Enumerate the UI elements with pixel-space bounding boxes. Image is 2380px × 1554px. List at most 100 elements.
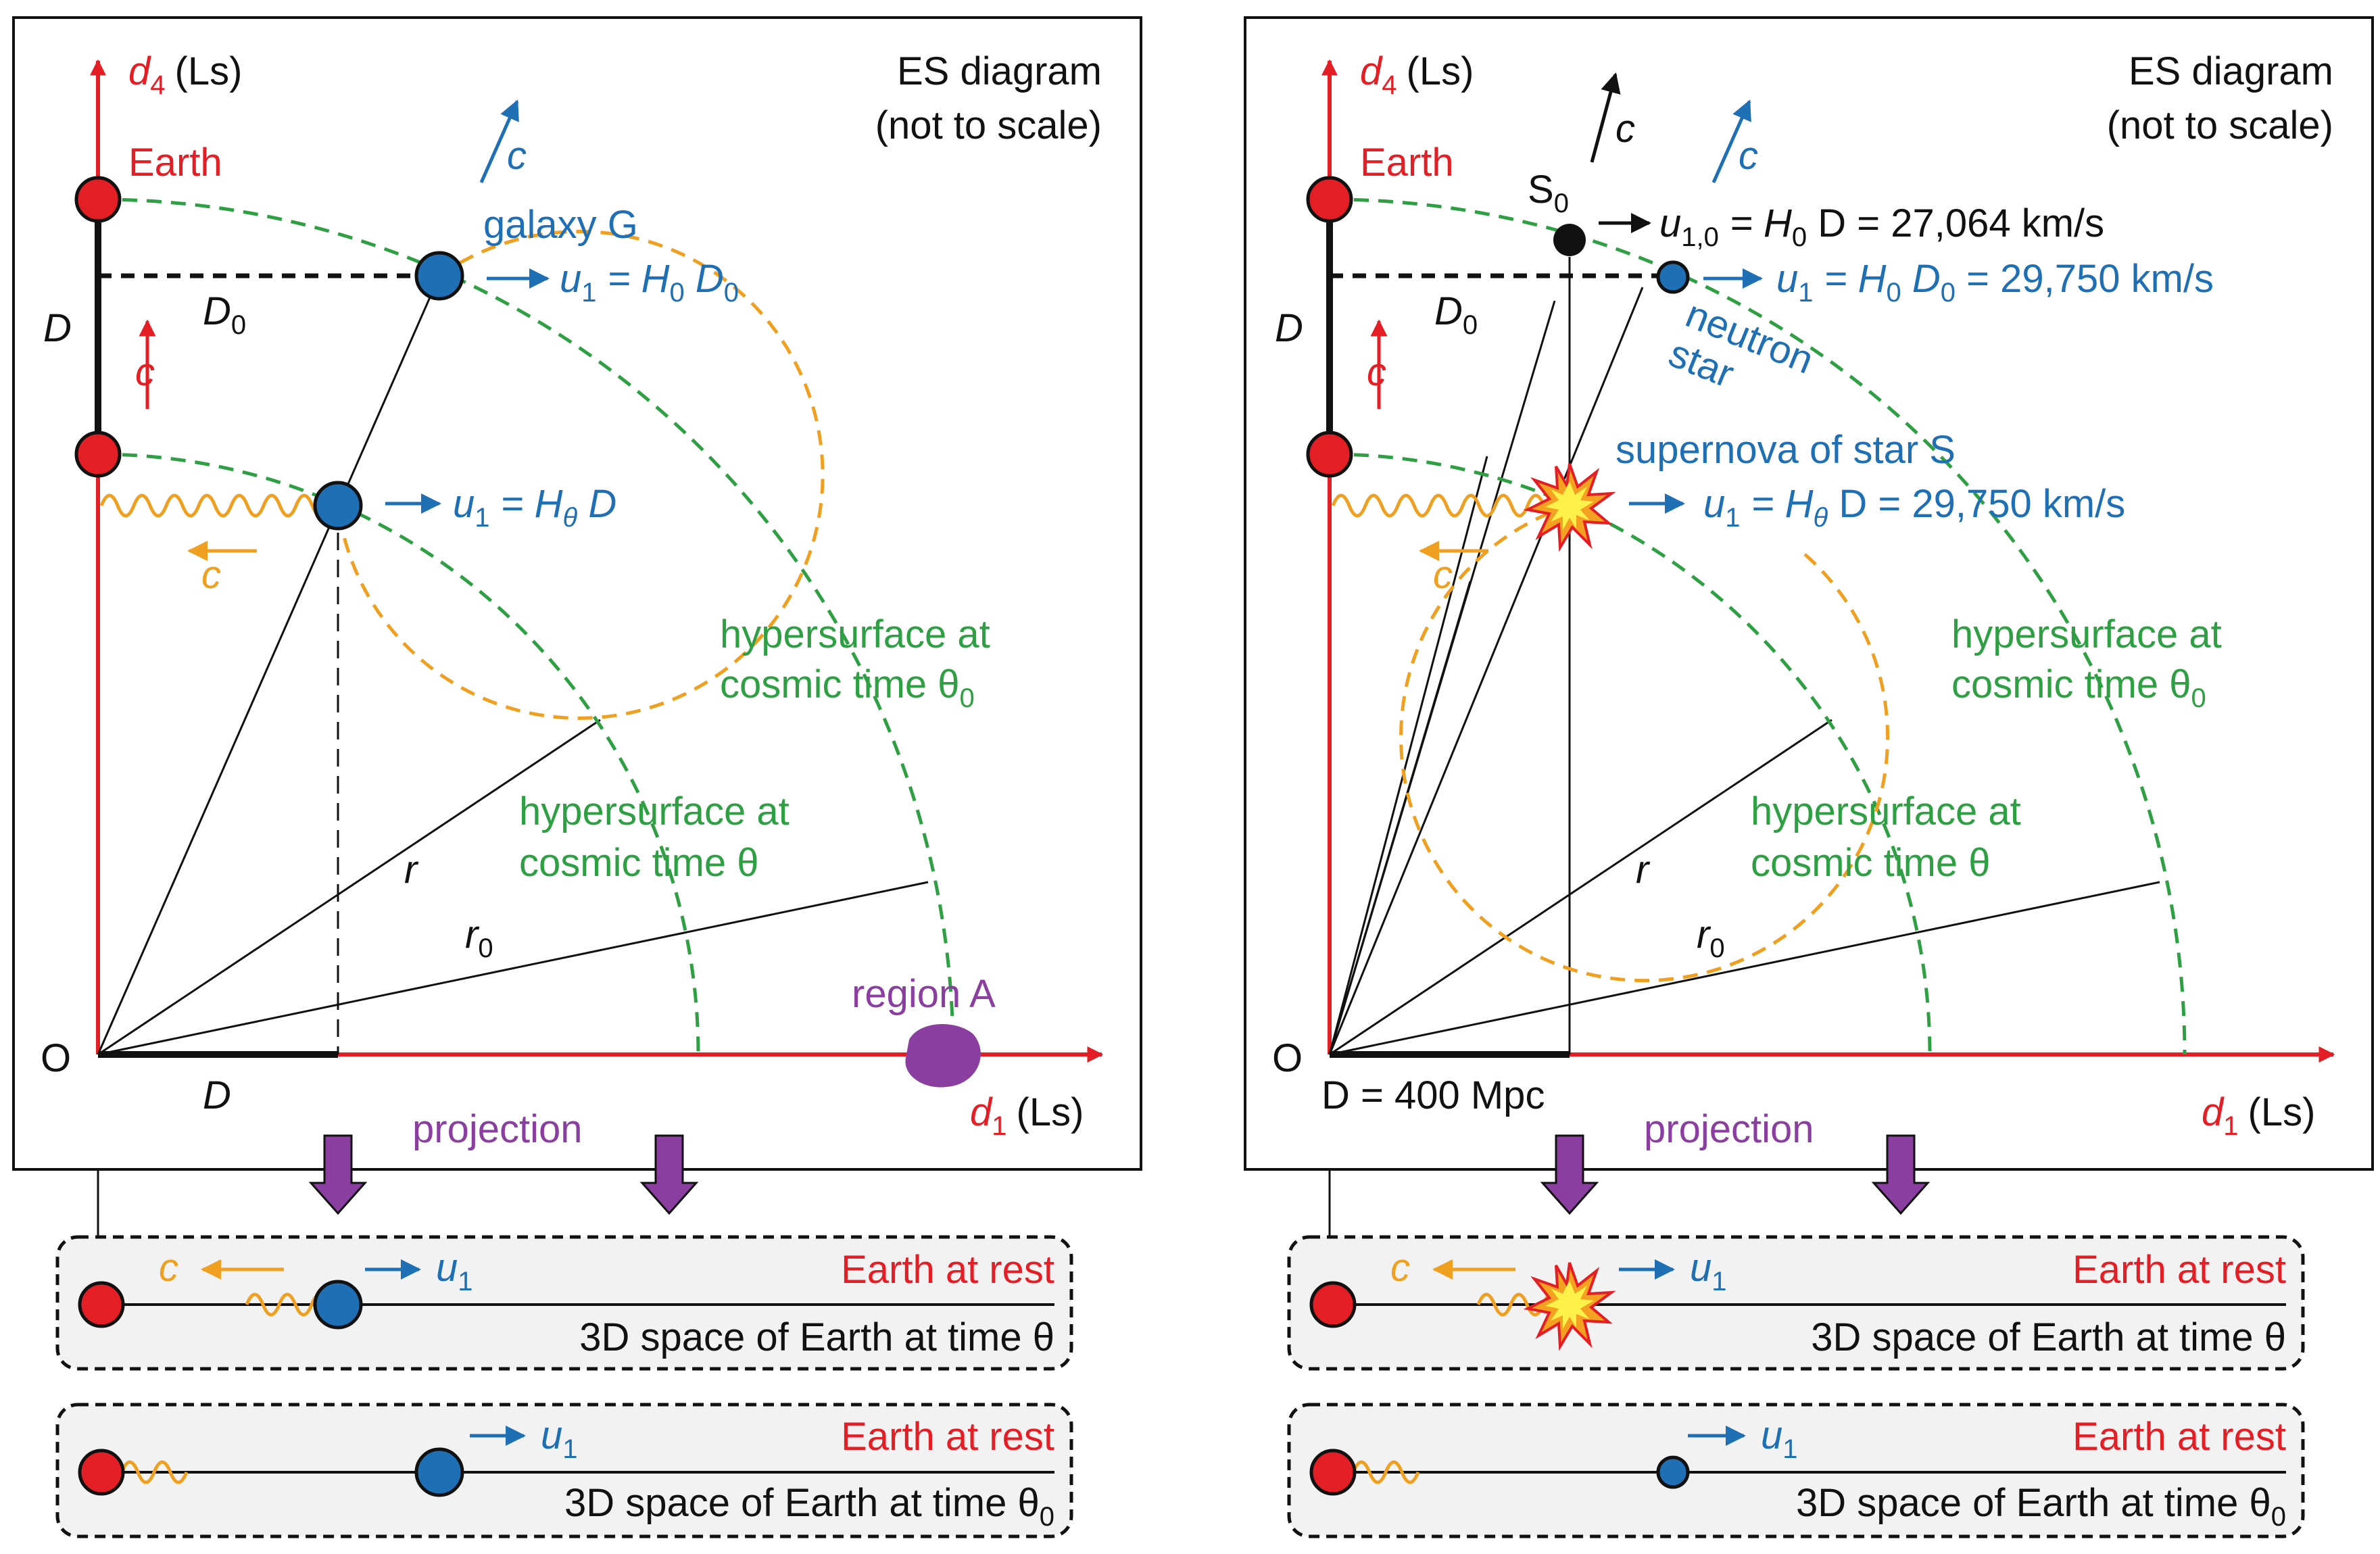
earth-c-label: c (135, 350, 155, 394)
light-c-label: c (1433, 553, 1453, 597)
projection-label: projection (1644, 1107, 1814, 1151)
hypersurface-theta0-label-line2: cosmic time θ0 (1951, 662, 2206, 713)
right-space-box-theta0: u1 Earth at rest 3D space of Earth at ti… (1287, 1403, 2305, 1538)
worldline-galaxy (97, 275, 441, 1055)
r-label: r (404, 848, 419, 892)
r-label: r (1636, 848, 1651, 892)
light-wave (99, 493, 331, 518)
d-bottom-label: D = 400 Mpc (1321, 1073, 1545, 1117)
u1-label: u1 (541, 1413, 578, 1464)
earth-top-circle (74, 176, 122, 223)
d-label: D (43, 306, 72, 350)
radius-r (1329, 719, 1832, 1056)
left-projection: projection (97, 1107, 699, 1237)
diagram-title-line1: ES diagram (2129, 49, 2333, 93)
earth-at-rest-label: Earth at rest (2072, 1415, 2286, 1459)
hypersurface-theta0 (97, 197, 955, 1055)
earth-mid-circle (74, 431, 122, 478)
radius-r0 (1329, 881, 2160, 1056)
hypersurface-theta (1329, 452, 1932, 1055)
d0-label: D0 (203, 289, 246, 340)
hypersurface-theta-label-line1: hypersurface at (519, 790, 790, 833)
worldline-2 (1328, 287, 1644, 1055)
space-label: 3D space of Earth at time θ0 (1796, 1481, 2286, 1532)
light-c-label: c (201, 553, 221, 597)
d4-axis-label: d4(Ls) (1360, 49, 1474, 100)
right-projection: projection (1328, 1107, 1930, 1237)
right-main-panel: ES diagram (not to scale) d4(Ls) Earth D… (1244, 16, 2374, 1171)
left-space-box-theta0: u1 Earth at rest 3D space of Earth at ti… (55, 1403, 1073, 1538)
region-a-blob (905, 1024, 981, 1088)
hypersurface-theta0 (1329, 197, 2187, 1055)
earth-at-rest-label: Earth at rest (841, 1248, 1054, 1292)
radius-r (97, 719, 601, 1056)
earth-top-circle (1306, 176, 1353, 223)
galaxy-c-label: c (507, 134, 527, 178)
hypersurface-theta-label-line2: cosmic time θ (519, 841, 759, 885)
diagram-title-line1: ES diagram (897, 49, 1102, 93)
origin-label: O (1272, 1036, 1303, 1080)
projection-label: projection (412, 1107, 582, 1151)
galaxy-mid-circle (313, 481, 363, 531)
earth-label: Earth (128, 141, 222, 185)
earth-mid-circle (1306, 431, 1353, 478)
earth-circle (1309, 1281, 1357, 1328)
d0-label: D0 (1434, 289, 1478, 340)
u1-label: u1 (436, 1246, 473, 1296)
origin-label: O (41, 1036, 71, 1080)
d1-axis-label: d1(Ls) (970, 1090, 1084, 1141)
u1-label: u1 (1690, 1246, 1727, 1296)
hypersurface-theta-label-line2: cosmic time θ (1751, 841, 1991, 885)
galaxy-c-arrow (479, 99, 519, 184)
left-space-box-theta: c u1 Earth at rest 3D space of Earth at … (55, 1235, 1073, 1371)
projection-arrow-2 (639, 1134, 699, 1215)
r0-label: r0 (1697, 913, 1725, 963)
hypersurface-theta0-label-line1: hypersurface at (720, 612, 990, 656)
worldline-3 (1328, 456, 1488, 1055)
d-bottom-label: D (203, 1073, 231, 1117)
u10-label: u1,0 = H0 D = 27,064 km/s (1659, 201, 2104, 252)
right-space-box-theta: c u1 Earth at rest 3D space of Earth at … (1287, 1235, 2305, 1371)
galaxy-circle (313, 1280, 363, 1330)
galaxy-top-circle (414, 251, 464, 301)
galaxy-circle (414, 1447, 464, 1497)
d-label: D (1275, 306, 1303, 350)
projection-arrow-2 (1871, 1134, 1930, 1215)
space-label: 3D space of Earth at time θ0 (564, 1481, 1054, 1532)
supernova-label: supernova of star S (1616, 428, 1956, 472)
radius-r0 (97, 881, 929, 1056)
earth-at-rest-label: Earth at rest (2072, 1248, 2286, 1292)
s0-c-arrow (1590, 72, 1621, 163)
d4-axis-label: d4(Ls) (128, 49, 242, 100)
earth-circle (78, 1449, 125, 1496)
earth-c-label: c (1367, 350, 1386, 394)
hypersurface-theta0-label-line1: hypersurface at (1951, 612, 2222, 656)
diagram-title-line2: (not to scale) (875, 103, 1102, 147)
light-circle (336, 229, 825, 720)
worldline-4 (1328, 581, 1472, 1055)
neutron-star-circle (1656, 260, 1690, 294)
r0-label: r0 (465, 913, 493, 963)
neutron-star-circle (1656, 1455, 1690, 1489)
u1-mid-label: u1 = Hθ D (453, 482, 616, 533)
s0-label: S0 (1528, 168, 1569, 218)
region-a-label: region A (852, 972, 996, 1016)
u1-label: u1 (1761, 1413, 1798, 1464)
s0-c-label: c (1616, 107, 1635, 151)
earth-label: Earth (1360, 141, 1454, 185)
left-main-panel: ES diagram (not to scale) d4(Ls) Earth D… (12, 16, 1142, 1171)
space-label: 3D space of Earth at time θ (579, 1315, 1054, 1359)
projection-arrow-1 (308, 1134, 368, 1215)
hypersurface-theta (97, 452, 700, 1055)
space-label: 3D space of Earth at time θ (1811, 1315, 2286, 1359)
c-label: c (1390, 1246, 1410, 1290)
earth-circle (1309, 1449, 1357, 1496)
diagram-title-line2: (not to scale) (2107, 103, 2333, 147)
u1-mid-label: u1 = Hθ D = 29,750 km/s (1703, 482, 2125, 533)
projection-arrow-1 (1540, 1134, 1599, 1215)
s0-dot (1553, 224, 1586, 256)
earth-circle (78, 1281, 125, 1328)
light-wave (1331, 493, 1562, 518)
u1-top-label: u1 = H0 D0 (560, 257, 739, 308)
